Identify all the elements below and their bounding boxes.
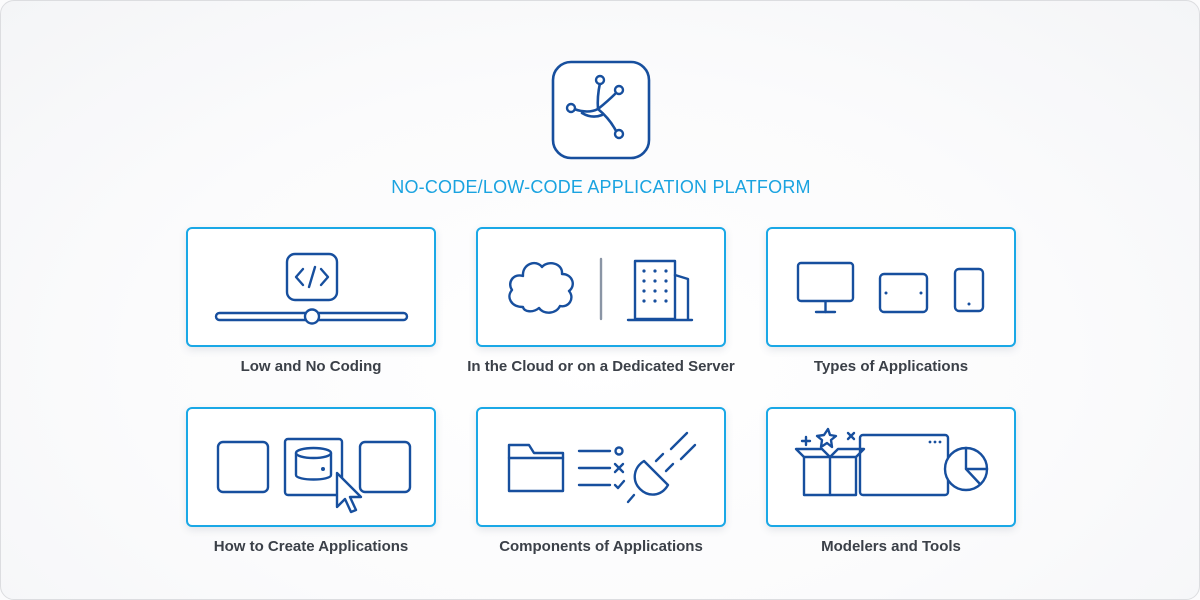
card-label: How to Create Applications <box>213 538 409 555</box>
card-label: Low and No Coding <box>240 358 382 375</box>
code-slider-icon <box>214 252 409 325</box>
cloud-and-building-icon <box>508 257 694 322</box>
card-cloud-or-server[interactable] <box>476 227 726 347</box>
devices-icon <box>796 261 985 314</box>
card-label: Types of Applications <box>813 358 969 375</box>
card-label: Modelers and Tools <box>821 538 961 555</box>
page-title: NO-CODE/LOW-CODE APPLICATION PLATFORM <box>391 177 811 197</box>
card-label: In the Cloud or on a Dedicated Server <box>467 358 735 375</box>
card-how-to-create[interactable] <box>186 407 436 527</box>
card-components[interactable] <box>476 407 726 527</box>
card-types-of-applications[interactable] <box>766 227 1016 347</box>
network-nodes-logo-icon <box>551 60 651 160</box>
box-window-chart-icon <box>794 427 989 497</box>
card-modelers-tools[interactable] <box>766 407 1016 527</box>
database-select-icon <box>216 437 412 514</box>
card-low-no-coding[interactable] <box>186 227 436 347</box>
card-label: Components of Applications <box>499 538 703 555</box>
folder-list-plug-icon <box>507 431 697 504</box>
